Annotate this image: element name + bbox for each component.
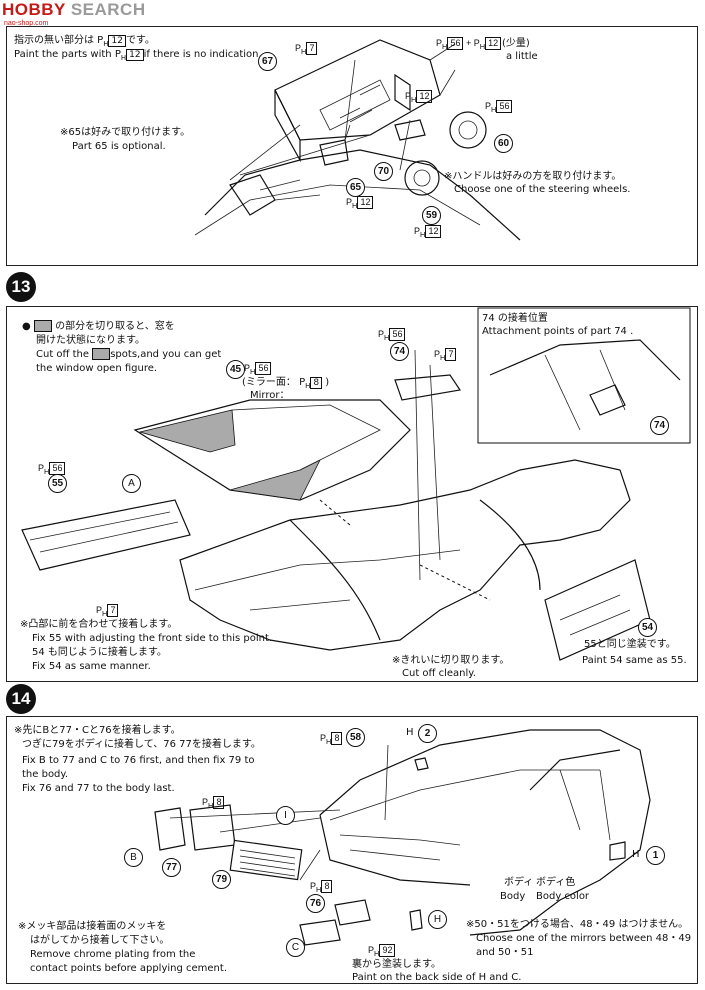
mirrors-en-2: and 50・51 (476, 947, 534, 958)
order-en-3: Fix 76 and 77 to the body last. (22, 783, 175, 794)
part-65: 65 (346, 178, 365, 197)
cut-jp-2: 開けた状態になります。 (36, 335, 145, 346)
order-jp-1: ※先にBと77・Cと76を接着します。 (14, 725, 181, 736)
optional-jp: ※65は好みで取り付けます。 (60, 127, 191, 138)
order-en-1: Fix B to 77 and C to 76 first, and then … (22, 755, 255, 766)
mirrors-jp: ※50・51をつける場合、48・49 はつけません。 (466, 919, 689, 930)
part-1: 1 (646, 846, 665, 865)
chrome-jp-1: ※メッキ部品は接着面のメッキを (18, 921, 167, 932)
chrome-jp-2: はがしてから接着して下さい。 (30, 935, 170, 946)
bodycolor-en: Body color (536, 891, 590, 902)
step13-panel (6, 306, 698, 682)
part-74: 74 (390, 342, 409, 361)
letter-C: C (286, 938, 305, 957)
part-67: 67 (258, 52, 277, 71)
part-77: 77 (162, 858, 181, 877)
step-number-14: 14 (6, 684, 36, 714)
letter-A: A (122, 474, 141, 493)
attach-en: Attachment points of part 74 . (482, 326, 634, 337)
steer-en: Choose one of the steering wheels. (454, 184, 631, 195)
watermark-logo: HOBBY SEARCH (2, 0, 146, 19)
mirror-en: Mirror： (250, 390, 290, 401)
fix-en: Fix 55 with adjusting the front side to … (32, 633, 273, 644)
cut-en-1: Cut off the spots,and you can get (36, 348, 222, 360)
dashboard-illustration (194, 39, 521, 241)
same-en: Fix 54 as same manner. (32, 661, 151, 672)
paint-en: Paint 54 same as 55. (582, 655, 687, 666)
step14-panel (6, 716, 698, 984)
part-74-inset: 74 (650, 416, 669, 435)
cut-jp-1: ● の部分を切り取ると、窓を (22, 320, 175, 332)
letter-H1-label: H (632, 849, 640, 860)
part-60: 60 (494, 134, 513, 153)
front-end-illustration (154, 729, 651, 946)
clean-en: Cut off cleanly. (402, 668, 476, 679)
steer-jp: ※ハンドルは好みの方を取り付けます。 (444, 171, 622, 182)
step12-panel (6, 26, 698, 266)
chrome-en-1: Remove chrome plating from the (30, 949, 196, 960)
watermark-url: nao-shop.com (4, 20, 49, 27)
clean-jp: ※きれいに切り取ります。 (392, 655, 510, 666)
back-jp: 裏から塗装します。 (352, 959, 441, 970)
part-76: 76 (306, 894, 325, 913)
fix-jp: ※凸部に前を合わせて接着します。 (20, 619, 178, 630)
part-55: 55 (48, 474, 67, 493)
body-jp: ボディ (504, 877, 534, 888)
bodycolor-jp: ボディ色 (536, 877, 576, 888)
part-59: 59 (422, 206, 441, 225)
part-79: 79 (212, 870, 231, 889)
back-en: Paint on the back side of H and C. (352, 972, 522, 983)
part-54: 54 (638, 618, 657, 637)
same-jp: 54 も同じように接着します。 (32, 647, 167, 658)
part-70: 70 (374, 162, 393, 181)
mix-jp: (少量) (502, 38, 530, 49)
paint-jp: 55と同じ塗装です。 (584, 639, 676, 650)
mirrors-en-1: Choose one of the mirrors between 48・49 (476, 933, 692, 944)
chrome-en-2: contact points before applying cement. (30, 963, 227, 974)
cut-en-3: the window open figure. (36, 363, 158, 374)
letter-H-label: H (406, 727, 414, 738)
letter-I: I (276, 806, 295, 825)
part-58: 58 (346, 728, 365, 747)
order-en-2: the body. (22, 769, 69, 780)
letter-H: H (428, 910, 447, 929)
letter-B: B (124, 848, 143, 867)
roof-and-body-illustration (21, 307, 691, 661)
mix-en: a little (506, 51, 538, 62)
part-45: 45 (226, 360, 245, 379)
part-2: 2 (418, 724, 437, 743)
attach-jp: 74 の接着位置 (482, 313, 548, 324)
step-number-13: 13 (6, 272, 36, 302)
body-en: Body (500, 891, 526, 902)
order-jp-2: つぎに79をボディに接着して、76 77を接着します。 (22, 739, 261, 750)
optional-en: Part 65 is optional. (72, 141, 166, 152)
